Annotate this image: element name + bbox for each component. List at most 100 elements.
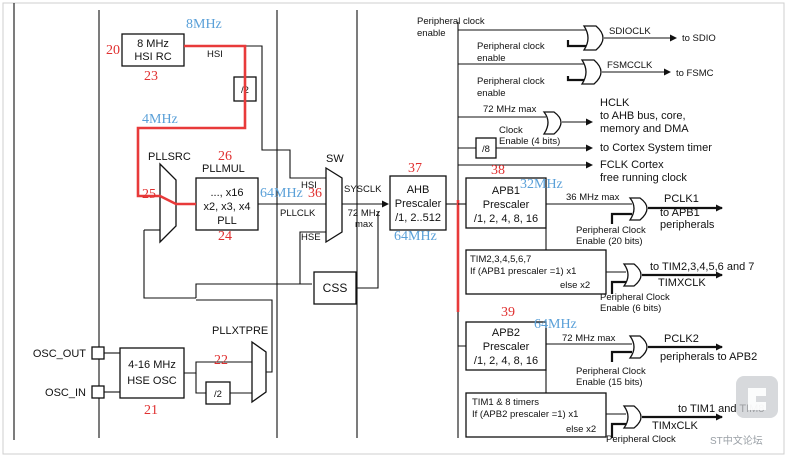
ahb-divisors-label: /1, 2..512 <box>395 212 441 224</box>
pclk2-gate <box>628 335 648 359</box>
sysclk-label: SYSCLK <box>344 184 382 195</box>
hclk-enable-label: Enable (4 bits) <box>499 136 560 147</box>
tim2-7-rule-label: If (APB1 prescaler =1) x1 <box>470 266 576 277</box>
tim2-7-enable-line <box>610 280 626 294</box>
annotation-37: 37 <box>408 161 422 176</box>
tim2-7-enable-label-2: Enable (6 bits) <box>600 303 661 314</box>
div8-label: /8 <box>482 144 490 155</box>
pclk2-dest-label: peripherals to APB2 <box>660 351 757 363</box>
apb1-divisors-label: /1, 2, 4, 8, 16 <box>474 213 538 225</box>
tim2-7-else-label: else x2 <box>560 280 590 291</box>
hclk-dest-label-2: memory and DMA <box>600 123 689 135</box>
fsmc-gate <box>580 59 602 85</box>
annotation-freq-apb1: 32MHz <box>520 177 563 192</box>
hse-div2-label: /2 <box>214 389 222 400</box>
pclk2-enable-line <box>610 350 632 362</box>
annotation-freq-pll: 64MHz <box>260 186 303 201</box>
hse-osc-label: HSE OSC <box>127 375 177 387</box>
pclk2-max-label: 72 MHz max <box>562 333 616 344</box>
to-fsmc-label: to FSMC <box>676 68 714 79</box>
hse-sw-input-line <box>299 231 326 284</box>
pclk1-dest-label-2: peripherals <box>660 219 715 231</box>
watermark-label: ST中文论坛 <box>710 434 763 447</box>
tim2-7-multiplier-block <box>465 249 607 295</box>
annotation-22: 22 <box>214 353 228 368</box>
to-systimer-label: to Cortex System timer <box>600 142 712 154</box>
tim1-8-label: TIM1 & 8 timers <box>472 397 539 408</box>
fclk-desc-label: free running clock <box>600 172 687 184</box>
tim2-7-gate <box>622 263 642 287</box>
hclk-max-label: 72 MHz max <box>483 104 537 115</box>
tim1-8-gate <box>622 405 642 429</box>
fsmc-enable-label-2: enable <box>477 88 506 99</box>
pllclk-label: PLLCLK <box>280 208 316 219</box>
pclk1-enable-label-1: Peripheral Clock <box>576 225 646 236</box>
sdio-enable-label-2: enable <box>477 53 506 64</box>
sw-label: SW <box>326 153 344 165</box>
osc-in-pin <box>91 385 105 399</box>
apb2-divisors-label: /1, 2, 4, 8, 16 <box>474 355 538 367</box>
tim2-7-label: TIM2,3,4,5,6,7 <box>470 254 531 265</box>
annotation-39: 39 <box>501 305 515 320</box>
apb2-label: APB2 <box>492 327 520 339</box>
hsi-rc-freq-label: 8 MHz <box>137 38 169 50</box>
annotation-freq-apb2: 64MHz <box>534 317 577 332</box>
osc-in-label: OSC_IN <box>45 387 86 399</box>
top-periph-enable-label: enable <box>417 28 446 39</box>
apb2-prescaler-label: Prescaler <box>483 341 530 353</box>
annotation-36: 36 <box>308 186 322 201</box>
tim1-8-multiplier-block <box>465 392 607 438</box>
css-line <box>356 212 379 289</box>
fclk-label: FCLK Cortex <box>600 159 664 171</box>
hse-to-pllxtpre-line <box>184 361 252 374</box>
watermark-logo-glyph <box>748 388 766 410</box>
annotation-38: 38 <box>491 163 505 178</box>
annotation-freq-ahb: 64MHz <box>394 229 437 244</box>
css-block <box>313 271 357 305</box>
annotation-20: 20 <box>106 43 120 58</box>
pll-block <box>195 177 259 231</box>
pclk1-max-label: 36 MHz max <box>566 192 620 203</box>
annotation-26: 26 <box>218 149 232 164</box>
annotation-23: 23 <box>144 69 158 84</box>
pclk1-label: PCLK1 <box>664 193 699 205</box>
pclk1-enable-line <box>610 212 632 224</box>
hsi-pll-highlight-path <box>136 44 247 206</box>
tim1-8-enable-label: Peripheral Clock <box>606 434 676 445</box>
sw-hsi-input-label: HSI <box>301 180 317 191</box>
pllxtpre-output-line <box>196 299 273 373</box>
pll-mul-values-1: ..., x16 <box>210 187 243 199</box>
ahb-label: AHB <box>407 184 430 196</box>
apb1-prescaler-block <box>465 177 547 229</box>
hse-osc-freq-label: 4-16 MHz <box>128 359 176 371</box>
tim2-7-dest-label: to TIM2,3,4,5,6 and 7 <box>650 261 754 273</box>
pllxtpre-label: PLLXTPRE <box>212 325 268 337</box>
hsi-output-label: HSI <box>207 49 223 60</box>
sw-hse-input-label: HSE <box>301 232 321 243</box>
to-sdio-label: to SDIO <box>682 33 716 44</box>
pclk1-gate <box>628 197 648 221</box>
hsi-to-sw-line <box>184 45 330 179</box>
hclk-dest-label-1: to AHB bus, core, <box>600 110 686 122</box>
annotation-freq-half: 4MHz <box>142 112 178 127</box>
fsmc-enable-line <box>566 76 586 82</box>
tim1-8-rule-label: If (APB2 prescaler =1) x1 <box>472 409 578 420</box>
tim1-8-enable-line <box>610 422 626 438</box>
watermark-logo-icon <box>736 376 778 418</box>
css-label: CSS <box>323 281 348 295</box>
pclk2-label: PCLK2 <box>664 333 699 345</box>
hse-to-pllsrc-line <box>143 230 196 299</box>
pllmul-label: PLLMUL <box>202 163 245 175</box>
sysclk-max-label: max <box>355 219 373 230</box>
hsi-rc-label: HSI RC <box>134 51 171 63</box>
pclk1-enable-label-2: Enable (20 bits) <box>576 236 643 247</box>
pll-label: PLL <box>217 215 237 227</box>
sysclk-freq-label: 72 MHz <box>348 208 381 219</box>
apb2-input-line <box>457 312 466 347</box>
hse-to-sw-line <box>195 283 312 298</box>
sdioclk-label: SDIOCLK <box>609 26 651 37</box>
pclk1-dest-label-1: to APB1 <box>660 207 700 219</box>
hsi-rc-block <box>121 33 185 67</box>
